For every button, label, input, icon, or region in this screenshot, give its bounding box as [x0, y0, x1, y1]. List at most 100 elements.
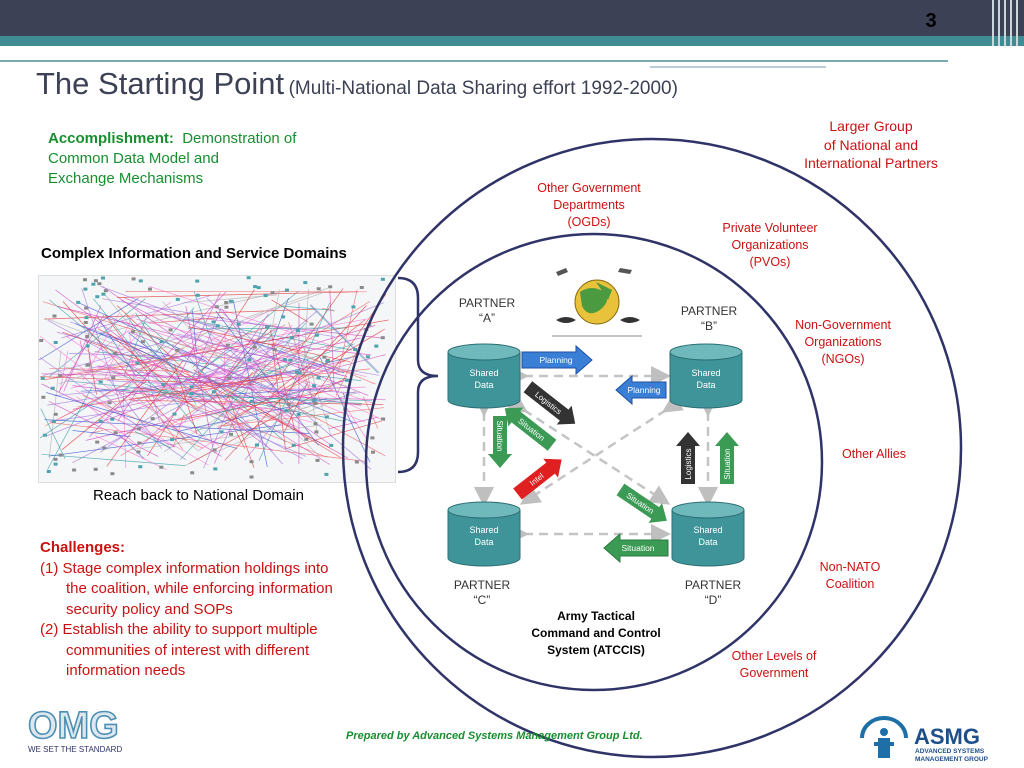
flow-label-situation: Situation: [723, 448, 732, 479]
shared-data-label: Data: [474, 380, 493, 390]
header-stripes: [990, 0, 1024, 46]
logistics-arrow-db: Logistics: [676, 432, 700, 484]
challenge-item: (2) Establish the ability to support mul…: [40, 620, 380, 682]
label-line: Other Levels of: [731, 649, 817, 663]
other-levels-label: Other Levels of Government: [714, 648, 834, 682]
partner-b-label: PARTNER: [681, 304, 738, 318]
asmg-logo: ASMG ADVANCED SYSTEMS MANAGEMENT GROUP: [860, 716, 989, 763]
label-line: Non-Government: [795, 318, 891, 332]
challenge-line: the coalition, while enforcing informati…: [66, 580, 333, 597]
shared-data-label: Shared: [469, 525, 498, 535]
label-line: International Partners: [804, 155, 938, 171]
challenge-num: (2): [40, 621, 59, 638]
challenge-line: Stage complex information holdings into: [62, 559, 329, 577]
label-line: Larger Group: [829, 118, 913, 134]
larger-group-label: Larger Group of National and Internation…: [790, 117, 952, 173]
intel-arrow-cb: Intel: [513, 458, 562, 500]
accomplishment-line3: Exchange Mechanisms: [48, 170, 204, 187]
partner-d-letter: “D”: [705, 593, 722, 607]
label-line: (PVOs): [749, 255, 791, 269]
challenge-line: information needs: [66, 662, 186, 679]
reachback-caption: Reach back to National Domain: [93, 487, 304, 504]
title-main: The Starting Point: [36, 66, 285, 101]
reachback-brace: [397, 276, 439, 474]
outer-circle: [341, 137, 963, 759]
ngos-label: Non-Government Organizations (NGOs): [780, 317, 906, 368]
partner-b-letter: “B”: [701, 319, 717, 333]
label-line: Departments: [553, 198, 625, 212]
pvos-label: Private Volunteer Organizations (PVOs): [706, 220, 834, 271]
partner-d-label: PARTNER: [685, 578, 742, 592]
shared-data-label: Shared: [691, 368, 720, 378]
partner-a-letter: “A”: [479, 311, 495, 325]
globe-assets-icon: [552, 268, 642, 337]
title-rule: [0, 60, 948, 62]
asmg-sub1: ADVANCED SYSTEMS: [915, 748, 985, 755]
situation-arrow-db: Situation: [715, 432, 739, 484]
shared-data-label: Data: [698, 537, 717, 547]
shared-data-c: Shared Data: [447, 501, 521, 567]
flow-label-situation: Situation: [621, 543, 654, 553]
challenge-line: security policy and SOPs: [66, 600, 233, 618]
challenges-list: Challenges: (1) Stage complex informatio…: [40, 538, 380, 682]
complex-network-image: [38, 275, 396, 483]
label-line: (NGOs): [821, 352, 865, 366]
non-nato-label: Non-NATO Coalition: [802, 559, 898, 593]
header-accent-bar: [0, 36, 1024, 46]
partner-c-label: PARTNER: [454, 578, 511, 592]
shared-data-a: Shared Data: [447, 343, 521, 409]
atccis-caption: System (ATCCIS): [547, 643, 645, 657]
accomplishment-line1: Demonstration of: [182, 130, 297, 147]
asmg-name: ASMG: [914, 724, 980, 749]
situation-arrow-dc: Situation: [603, 532, 669, 564]
partner-a-label: PARTNER: [459, 296, 516, 310]
accomplishment-label: Accomplishment:: [48, 130, 174, 147]
label-line: Coalition: [825, 577, 875, 591]
domains-heading: Complex Information and Service Domains: [41, 245, 347, 262]
atccis-caption: Army Tactical: [557, 609, 635, 623]
title-subtitle: (Multi-National Data Sharing effort 1992…: [288, 78, 678, 99]
slide-title: The Starting Point (Multi-National Data …: [36, 66, 678, 102]
shared-data-d: Shared Data: [671, 501, 745, 567]
planning-arrow-ba: Planning: [615, 374, 667, 406]
challenge-line: Establish the ability to support multipl…: [62, 621, 318, 638]
shared-data-b: Shared Data: [669, 343, 743, 409]
flow-label-situation: Situation: [495, 420, 504, 451]
title-rule-secondary: [650, 66, 826, 68]
network-links: [39, 285, 389, 470]
other-allies-label: Other Allies: [842, 447, 906, 461]
atccis-caption: Command and Control: [531, 626, 660, 640]
challenge-line: communities of interest with different: [66, 641, 310, 659]
situation-arrow-ac: Situation: [488, 416, 512, 468]
shared-data-label: Shared: [469, 368, 498, 378]
omg-tagline: WE SET THE STANDARD: [28, 745, 122, 754]
header-bar: [0, 0, 1024, 36]
page-number: 3: [925, 10, 937, 32]
label-line: Organizations: [731, 238, 809, 252]
challenge-item: (1) Stage complex information holdings i…: [40, 559, 380, 621]
flow-label-planning: Planning: [539, 355, 572, 365]
ogds-label: Other Government Departments (OGDs): [522, 180, 656, 231]
shared-data-label: Shared: [693, 525, 722, 535]
label-line: Organizations: [804, 335, 882, 349]
flow-label-planning: Planning: [627, 385, 660, 395]
footer-credit: Prepared by Advanced Systems Management …: [346, 730, 643, 742]
label-line: Government: [739, 666, 809, 680]
omg-letters: OMG: [28, 705, 119, 747]
planning-arrow-ab: Planning: [521, 344, 593, 376]
omg-logo: OMG WE SET THE STANDARD: [27, 704, 122, 754]
accomplishment-line2: Common Data Model and: [48, 150, 219, 167]
inner-circle: [364, 232, 824, 692]
shared-data-label: Data: [696, 380, 715, 390]
label-line: Other Government: [537, 181, 641, 195]
challenges-heading: Challenges:: [40, 539, 126, 556]
label-line: of National and: [823, 136, 919, 153]
flow-label-logistics: Logistics: [684, 448, 693, 479]
shared-data-label: Data: [474, 537, 493, 547]
partner-c-letter: “C”: [474, 593, 491, 607]
network-nodes: [39, 276, 386, 479]
asmg-sub2: MANAGEMENT GROUP: [915, 756, 989, 763]
label-line: Private Volunteer: [722, 221, 818, 235]
link-b-c: [519, 393, 685, 505]
